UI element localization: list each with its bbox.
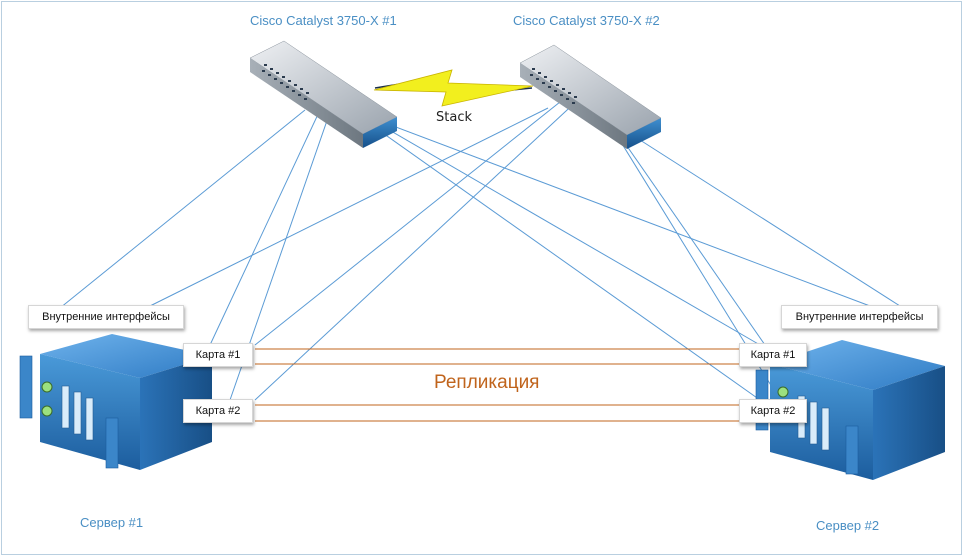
- replication-label: Репликация: [434, 372, 540, 393]
- switch2-label: Cisco Catalyst 3750-X #2: [513, 13, 660, 28]
- server1-label: Сервер #1: [80, 515, 144, 530]
- server1-card1: Карта #1: [183, 343, 253, 367]
- server2-card2: Карта #2: [739, 399, 807, 423]
- link-sw1-server2-card2: [369, 123, 761, 401]
- link-sw1-server2-internal: [371, 117, 871, 307]
- replication-lines: [255, 348, 740, 422]
- link-sw2-server2-internal: [639, 139, 901, 307]
- link-sw2-server1-internal: [149, 107, 549, 307]
- link-sw1-server1-internal: [59, 109, 306, 309]
- link-sw1-server2-card1: [371, 119, 761, 346]
- stack-link: [373, 69, 534, 107]
- server1-internal-interfaces: Внутренние интерфейсы: [28, 305, 184, 329]
- server1-card2: Карта #2: [183, 399, 253, 423]
- lightning-bolt-icon: [373, 69, 534, 107]
- switch1-label: Cisco Catalyst 3750-X #1: [250, 13, 397, 28]
- server2-device: [755, 340, 945, 480]
- server2-card1: Карта #1: [739, 343, 807, 367]
- link-sw2-server1-card1: [254, 97, 566, 346]
- server2-internal-interfaces: Внутренние интерфейсы: [781, 305, 938, 329]
- server2-label: Сервер #2: [816, 518, 880, 533]
- switch1-device: [249, 40, 398, 148]
- stack-label: Stack: [436, 110, 472, 125]
- server1-device: [19, 334, 212, 470]
- link-sw2-server1-card2: [254, 97, 581, 401]
- link-sw1-server1-card1: [209, 109, 321, 346]
- switch2-device: [519, 44, 662, 149]
